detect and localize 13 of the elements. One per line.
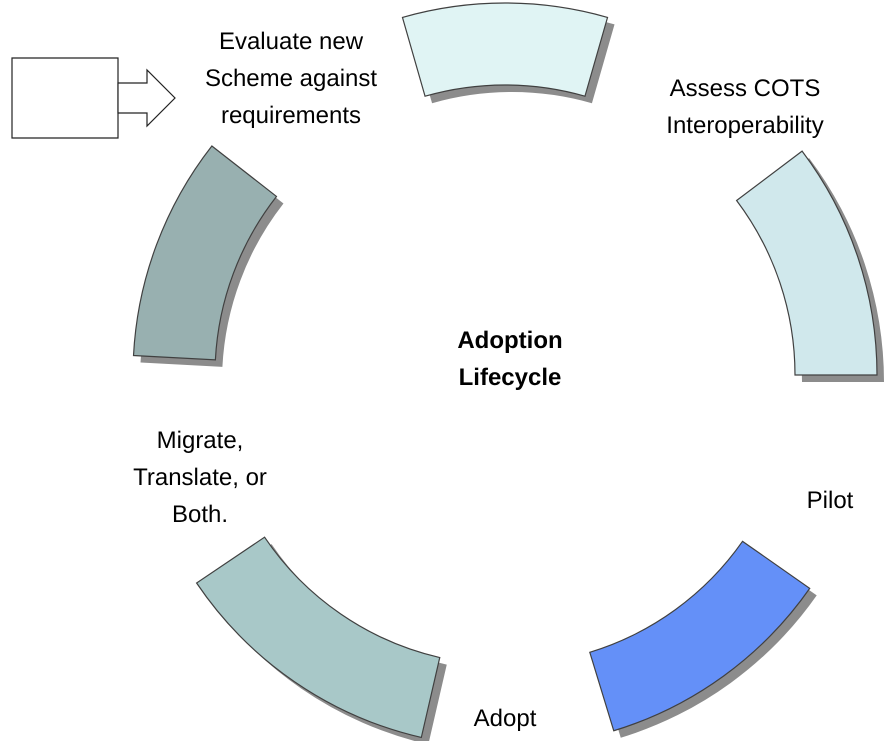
center-title: Adoption Lifecycle: [456, 326, 564, 393]
step-label: Migrate, Translate, or Both.: [132, 426, 268, 530]
arc-segment: [132, 145, 278, 360]
arc-segment: [589, 540, 810, 732]
arc-segment: [402, 2, 608, 97]
arc-segment: [736, 150, 878, 376]
step-label: Assess COTS Interoperability: [665, 74, 825, 141]
empty-box: [11, 57, 119, 139]
arc-segment: [196, 536, 440, 738]
step-label: Adopt: [472, 704, 538, 734]
step-label: Evaluate new Scheme against requirements: [204, 26, 378, 130]
block-arrow: [117, 68, 176, 128]
step-label: Pilot: [806, 486, 854, 516]
